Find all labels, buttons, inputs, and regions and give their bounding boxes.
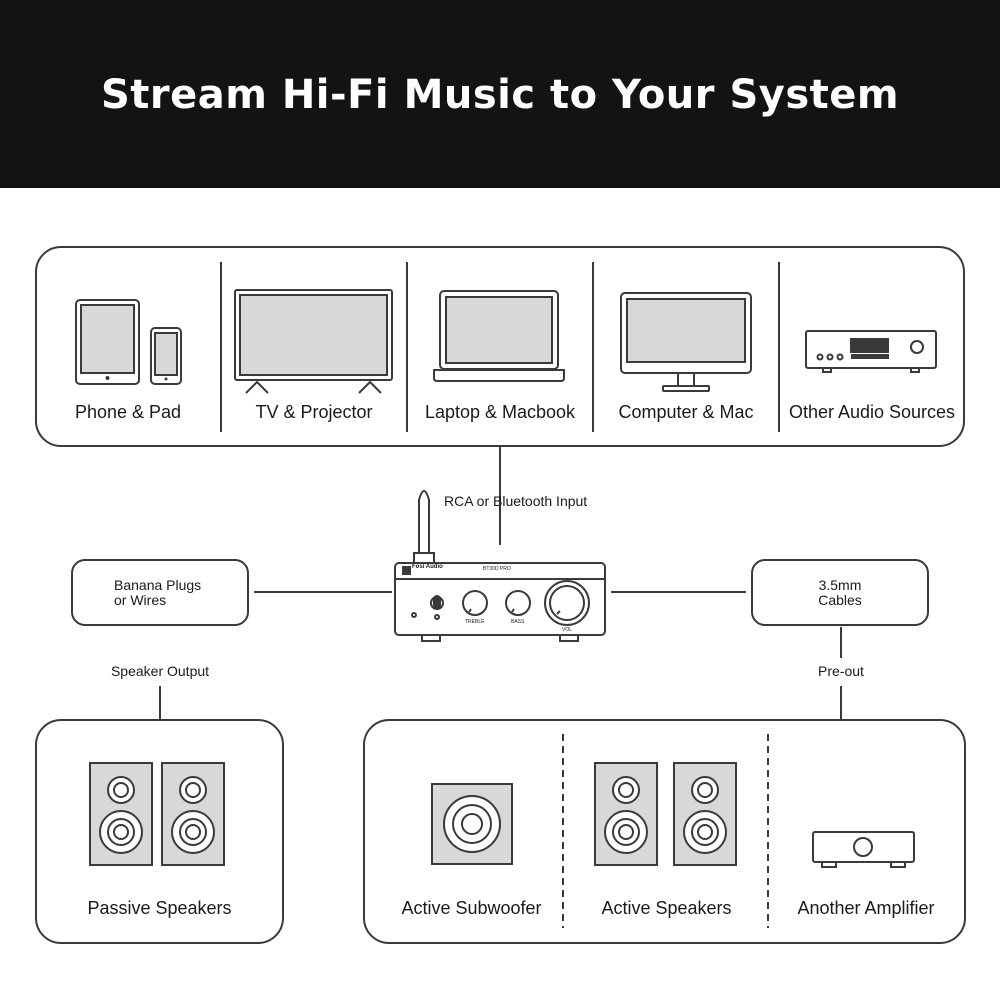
speaker-output-label: Speaker Output xyxy=(110,663,210,679)
output-label-another-amplifier: Another Amplifier xyxy=(797,898,935,918)
amp-knob-treble: TREBLE xyxy=(465,619,485,625)
active-outputs-panel xyxy=(363,719,966,944)
left-connector-line2: or Wires xyxy=(114,592,167,608)
right-connector-line1: 3.5mm xyxy=(818,577,862,593)
laptop-icon xyxy=(433,290,565,382)
pre-out-label: Pre-out xyxy=(818,663,864,679)
amplifier-icon xyxy=(812,831,915,868)
tv-icon xyxy=(234,289,393,394)
source-label-computer-mac: Computer & Mac xyxy=(618,402,754,422)
header-banner: Stream Hi-Fi Music to Your System xyxy=(0,0,1000,188)
treble-knob xyxy=(462,590,488,616)
active-speakers-icon xyxy=(594,762,737,866)
source-label-laptop-macbook: Laptop & Macbook xyxy=(424,402,576,422)
phone-tablet-icon xyxy=(75,299,182,385)
passive-speakers-icon xyxy=(89,762,225,866)
sources-panel xyxy=(35,246,965,447)
output-label-active-speakers: Active Speakers xyxy=(601,898,732,918)
output-label-passive-speakers: Passive Speakers xyxy=(87,898,232,918)
center-amplifier xyxy=(394,490,606,642)
amp-knob-vol: VOL xyxy=(562,627,573,633)
bass-knob xyxy=(505,590,531,616)
source-label-other-audio: Other Audio Sources xyxy=(788,402,956,422)
source-label-tv-projector: TV & Projector xyxy=(255,402,373,422)
source-label-phone-pad: Phone & Pad xyxy=(74,402,182,422)
left-connector-line1: Banana Plugs xyxy=(114,577,202,593)
antenna-icon xyxy=(418,490,430,563)
left-connector-box xyxy=(71,559,249,626)
amp-model: BT30D PRO xyxy=(483,566,511,572)
input-connection-label: RCA or Bluetooth Input xyxy=(444,493,588,509)
amp-knob-bass: BASS xyxy=(511,619,525,625)
page-title: Stream Hi-Fi Music to Your System xyxy=(100,72,900,118)
monitor-icon xyxy=(620,292,752,392)
output-label-active-subwoofer: Active Subwoofer xyxy=(401,898,542,918)
passive-outputs-panel xyxy=(35,719,284,944)
right-connector-box xyxy=(751,559,929,626)
amp-brand: Fosi Audio xyxy=(412,564,443,570)
right-connector-line2: Cables xyxy=(818,592,862,608)
audio-receiver-icon xyxy=(805,330,937,373)
subwoofer-icon xyxy=(431,783,513,865)
